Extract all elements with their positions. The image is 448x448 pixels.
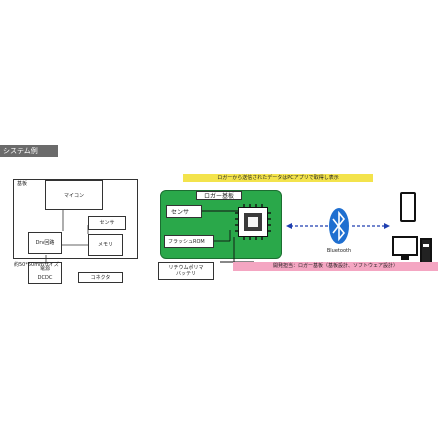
drv-label: Drv回路 [35, 240, 55, 246]
logger-sensor-label: センサ [171, 209, 190, 216]
battery-label-line2: バッテリ [175, 271, 196, 277]
caption-bottom: 開発担当：ロガー基板（基板設計、ソフトウェア設計） [233, 262, 438, 271]
flash-rom-label: フラッシュROM [168, 239, 205, 245]
power-box: 電源 DCDC [28, 262, 62, 284]
battery-label-line1: リチウムポリマ [168, 265, 204, 271]
mcu-box: マイコン [45, 180, 103, 210]
power-label: 電源 [39, 266, 50, 272]
bluetooth-icon [329, 208, 349, 244]
memory-box: メモリ [88, 234, 123, 256]
pc-stand-icon [401, 256, 409, 260]
size-note: 約50*50mmサイズ [14, 262, 59, 268]
logger-title: ロガー基板 [196, 191, 242, 200]
memory-label: メモリ [97, 242, 113, 248]
pc-tower-slot-icon [423, 244, 429, 247]
connector-box: コネクタ [78, 272, 123, 283]
sensor-label: センサ [99, 220, 115, 226]
board-label: 基板 [17, 181, 28, 187]
bluetooth-link [286, 223, 390, 229]
caption-top: ロガーから送信されたデータはPCアプリで取得し表示 [183, 174, 373, 182]
flash-rom-box: フラッシュROM [164, 235, 214, 248]
connector-label: コネクタ [90, 275, 111, 281]
board-wiring [45, 210, 89, 262]
logger-sensor-box: センサ [166, 205, 202, 218]
bluetooth-label: Bluetooth [326, 248, 352, 254]
pc-monitor-icon [392, 236, 418, 256]
dcdc-label: DCDC [37, 275, 53, 281]
mcu-label: マイコン [63, 193, 84, 199]
drv-box: Drv回路 [28, 232, 62, 254]
smartphone-icon [400, 192, 416, 222]
battery-box: リチウムポリマ バッテリ [158, 262, 214, 280]
logger-wiring [202, 210, 254, 263]
mcu-chip-die [248, 217, 258, 227]
mcu-chip-pins [235, 204, 271, 240]
sensor-box: センサ [88, 216, 126, 230]
section-label: システム例 [0, 145, 58, 157]
